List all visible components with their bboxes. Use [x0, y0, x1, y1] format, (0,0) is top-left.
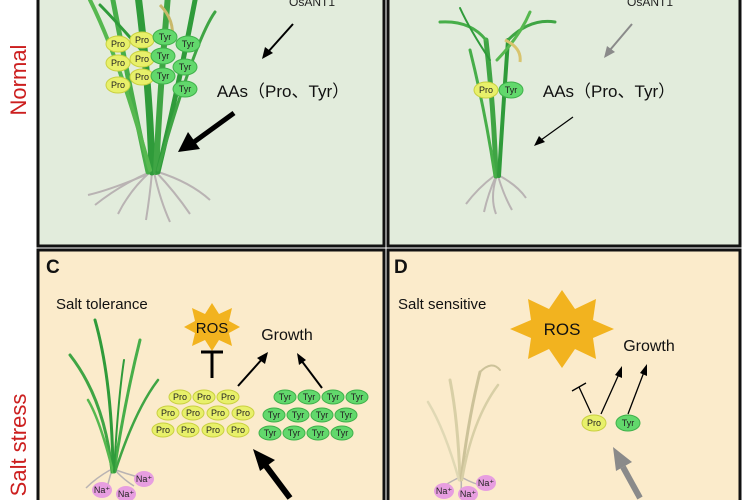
tyr-label: Tyr: [336, 428, 349, 438]
pro-label: Pro: [181, 425, 195, 435]
inhibit-ros-c: [201, 350, 223, 378]
tyr-label: Tyr: [288, 428, 301, 438]
arrow-tyr-to-growth-d: [627, 364, 647, 415]
tyr-cluster-b: Tyr: [498, 81, 524, 99]
arrow-up-to-aas-d: [613, 447, 643, 500]
inhibit-ros-d: [571, 382, 592, 414]
row-label-salt-stress: Salt stress: [6, 394, 31, 497]
arrow-pro-to-growth-d: [600, 366, 622, 415]
aas-label-a: AAs（Pro、Tyr）: [217, 82, 349, 101]
sodium-cluster-d: Na⁺ Na⁺ Na⁺: [434, 475, 496, 500]
ros-star-c: ROS: [184, 303, 240, 351]
growth-label-c: Growth: [261, 327, 313, 344]
pro-label: Pro: [111, 80, 125, 90]
tyr-cluster-c: Tyr Tyr Tyr Tyr Tyr Tyr Tyr Tyr Tyr Tyr …: [258, 389, 369, 441]
pro-cluster-d: Pro: [581, 414, 607, 432]
roots-b: [465, 175, 527, 215]
pro-label: Pro: [206, 425, 220, 435]
sodium-cluster-c: Na⁺ Na⁺ Na⁺: [92, 471, 154, 500]
tyr-label: Tyr: [159, 32, 172, 42]
pro-cluster-c: Pro Pro Pro Pro Pro Pro Pro Pro Pro Pro …: [151, 389, 255, 438]
sodium-label: Na⁺: [460, 489, 477, 499]
tyr-label: Tyr: [264, 428, 277, 438]
arrowhead: [262, 47, 273, 59]
panel-a: [36, 0, 386, 248]
arrowhead: [178, 132, 200, 152]
arrowhead: [604, 46, 615, 58]
arrow-tyr-to-growth-c: [297, 353, 323, 389]
sodium-label: Na⁺: [136, 474, 153, 484]
tyr-label: Tyr: [316, 410, 329, 420]
tyr-label: Tyr: [622, 418, 635, 428]
arrow-pro-to-growth-c: [237, 352, 268, 387]
tyr-label: Tyr: [179, 84, 192, 94]
sodium-label: Na⁺: [478, 478, 495, 488]
growth-label-d: Growth: [623, 338, 675, 355]
sodium-label: Na⁺: [94, 485, 111, 495]
gene-label-a: OsANT1: [289, 0, 335, 9]
arrow-up-to-aas-c: [253, 449, 293, 500]
pro-label: Pro: [173, 392, 187, 402]
pro-label: Pro: [479, 85, 493, 95]
arrow-gene-to-aas-b: [609, 23, 633, 51]
tyr-label: Tyr: [303, 392, 316, 402]
pro-label: Pro: [197, 392, 211, 402]
plant-c: [68, 318, 160, 495]
pro-label: Pro: [156, 425, 170, 435]
aas-label-b: AAs（Pro、Tyr）: [543, 82, 675, 101]
stems-b: [438, 7, 557, 179]
ros-label-d: ROS: [544, 320, 581, 339]
sodium-label: Na⁺: [436, 486, 453, 496]
pro-label: Pro: [221, 392, 235, 402]
pro-label: Pro: [231, 425, 245, 435]
tyr-label: Tyr: [505, 85, 518, 95]
pro-label: Pro: [135, 72, 149, 82]
arrow-aas-to-plant-b: [540, 116, 574, 141]
tyr-label: Tyr: [327, 392, 340, 402]
pro-cluster-a: Pro Pro Pro Pro Pro Pro: [105, 31, 155, 94]
sodium-label: Na⁺: [118, 489, 135, 499]
leaves-d: [426, 364, 501, 482]
arrowhead: [534, 136, 545, 146]
pro-label: Pro: [135, 35, 149, 45]
panel-letter-c: C: [46, 257, 60, 278]
tyr-label: Tyr: [340, 410, 353, 420]
tyr-label: Tyr: [279, 392, 292, 402]
pro-label: Pro: [111, 58, 125, 68]
panel-d: [386, 248, 742, 500]
ros-star-d: ROS: [510, 290, 614, 368]
pro-label: Pro: [161, 408, 175, 418]
roots-a: [87, 171, 211, 223]
pro-label: Pro: [186, 408, 200, 418]
phenotype-label-d: Salt sensitive: [398, 296, 486, 313]
pro-label: Pro: [236, 408, 250, 418]
plant-b: [438, 7, 557, 215]
tyr-label: Tyr: [268, 410, 281, 420]
phenotype-label-c: Salt tolerance: [56, 296, 148, 313]
arrow-aas-to-plant-a: [192, 110, 236, 145]
leaves-c: [68, 318, 160, 474]
row-label-normal: Normal: [6, 45, 31, 116]
tyr-label: Tyr: [157, 71, 170, 81]
gene-label-b: OsANT1: [627, 0, 673, 9]
tyr-label: Tyr: [182, 39, 195, 49]
ros-label-c: ROS: [196, 320, 229, 337]
pro-label: Pro: [211, 408, 225, 418]
tyr-cluster-d: Tyr: [615, 414, 641, 432]
tyr-cluster-a: Tyr Tyr Tyr Tyr Tyr Tyr: [150, 28, 201, 98]
tyr-label: Tyr: [179, 62, 192, 72]
panicle-b: [504, 38, 522, 63]
pro-label: Pro: [111, 39, 125, 49]
tyr-label: Tyr: [292, 410, 305, 420]
pro-cluster-b: Pro: [473, 81, 499, 99]
arrow-gene-to-aas-a: [267, 23, 294, 53]
panel-letter-d: D: [394, 257, 408, 278]
pro-label: Pro: [135, 54, 149, 64]
tyr-label: Tyr: [312, 428, 325, 438]
pro-label: Pro: [587, 418, 601, 428]
tyr-label: Tyr: [351, 392, 364, 402]
tyr-label: Tyr: [157, 51, 170, 61]
